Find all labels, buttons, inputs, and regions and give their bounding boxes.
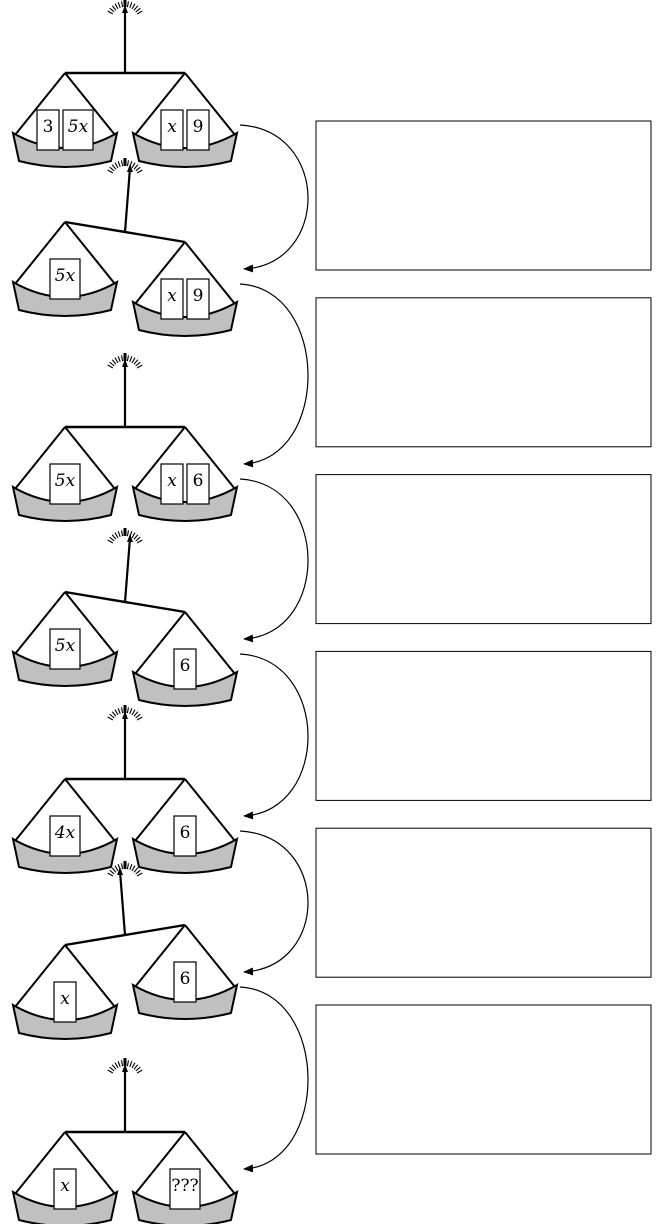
left-block-label: 5x	[55, 471, 76, 491]
scale-dial	[107, 528, 143, 544]
right-block: ???	[169, 1168, 201, 1210]
left-block: 5x	[49, 463, 81, 505]
left-block: 5x	[62, 109, 94, 151]
scale-dial	[107, 861, 143, 877]
left-block: 4x	[49, 815, 81, 857]
right-pan	[131, 241, 239, 337]
right-block-label: 6	[193, 471, 204, 491]
answer-box[interactable]	[315, 120, 652, 271]
step-arrow	[239, 124, 309, 273]
answer-box[interactable]	[315, 474, 652, 625]
right-block-label: x	[167, 286, 177, 306]
left-block-label: x	[60, 1176, 70, 1196]
right-pan	[131, 426, 239, 522]
left-block-label: x	[60, 989, 70, 1009]
balance-scale: x6	[11, 861, 239, 1040]
balance-scale: 5x 6	[11, 528, 239, 707]
scale-beam	[64, 590, 186, 614]
scale-needle	[118, 870, 127, 936]
left-block: 3	[36, 109, 60, 151]
left-block-label: 5x	[68, 117, 89, 137]
balance-scale: 4x 6	[11, 705, 239, 874]
left-block: 5x	[49, 628, 81, 670]
right-block: x	[160, 278, 184, 320]
left-block-label: 4x	[54, 823, 76, 843]
step-arrow	[239, 478, 309, 643]
left-block: 5x	[49, 258, 81, 300]
right-block-label: 9	[193, 117, 204, 137]
answer-box[interactable]	[315, 1004, 652, 1155]
scale-dial	[107, 1058, 143, 1074]
right-block: 6	[186, 463, 210, 505]
right-block: 6	[173, 815, 197, 857]
right-block: 6	[173, 648, 197, 690]
scale-needle	[123, 537, 132, 603]
right-block-label: 9	[193, 286, 204, 306]
scale-beam	[64, 220, 186, 244]
right-block-label: 6	[180, 823, 191, 843]
right-block-label: x	[167, 117, 177, 137]
right-block-label: 6	[180, 656, 191, 676]
answer-box[interactable]	[315, 650, 652, 801]
balance-scale: x???	[11, 1058, 239, 1224]
right-block: x	[160, 109, 184, 151]
right-pan	[131, 72, 239, 168]
left-block-label: 5x	[55, 636, 76, 656]
left-block-label: 5x	[55, 266, 76, 286]
answer-box[interactable]	[315, 827, 652, 978]
left-block: x	[53, 981, 77, 1023]
right-block-label: x	[167, 471, 177, 491]
scale-beam	[64, 923, 186, 947]
right-block: x	[160, 463, 184, 505]
right-block-label: 6	[180, 969, 191, 989]
right-block: 9	[186, 109, 210, 151]
right-block: 6	[173, 961, 197, 1003]
scale-dial	[107, 158, 143, 174]
left-block: x	[53, 1168, 77, 1210]
step-arrow	[239, 830, 309, 976]
step-arrow	[239, 653, 309, 820]
left-block-label: 3	[43, 117, 54, 137]
right-block-label: ???	[171, 1176, 198, 1196]
step-arrow	[239, 283, 309, 468]
scale-needle	[123, 167, 132, 233]
step-arrow	[239, 986, 309, 1173]
right-block: 9	[186, 278, 210, 320]
answer-box[interactable]	[315, 297, 652, 448]
